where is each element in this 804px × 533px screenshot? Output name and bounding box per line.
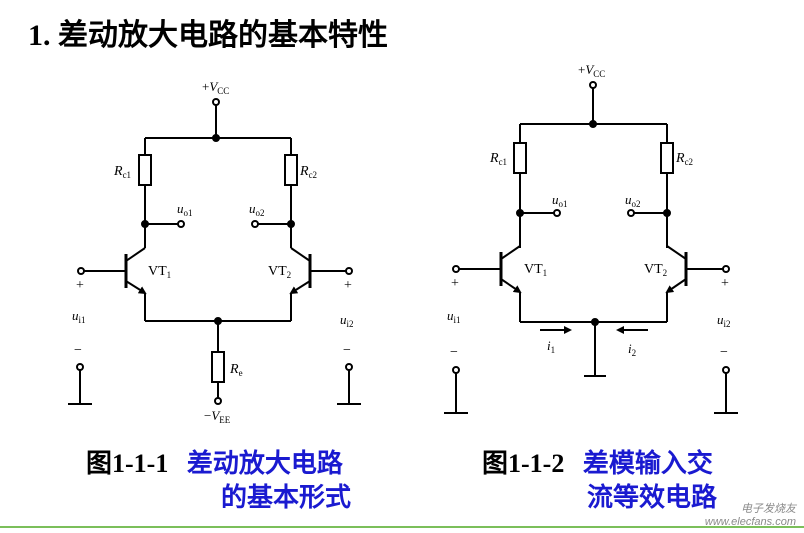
resistor-re xyxy=(211,351,225,383)
figure-1-1-1-number: 图1-1-1 xyxy=(86,449,169,478)
junction-dot xyxy=(212,134,220,142)
uo1-label: uo1 xyxy=(552,192,568,209)
i1-label: i1 xyxy=(547,338,555,355)
ui1-terminal xyxy=(77,267,85,275)
ui1-ground-terminal xyxy=(76,363,84,371)
figure-1-1-2-labels: +VCC Rc1 Rc2 uo1 uo2 VT1 VT2 i1 i2 + ui1… xyxy=(447,62,731,360)
page-title: 1. 差动放大电路的基本特性 xyxy=(28,19,388,52)
resistor-rc2 xyxy=(660,142,674,174)
resistor-rc1 xyxy=(138,154,152,186)
watermark-brand: 电子发烧友 xyxy=(741,503,796,515)
figure-1-1-2-caption-line2: 流等效电路 xyxy=(587,483,718,512)
ui1-minus-sign: − xyxy=(450,345,458,360)
watermark-url: www.elecfans.com xyxy=(704,516,796,528)
ui2-label: ui2 xyxy=(340,312,354,329)
uo1-terminal xyxy=(553,209,561,217)
i2-label: i2 xyxy=(628,341,636,358)
vee-label: −VEE xyxy=(204,408,231,425)
figure-1-1-2-number: 图1-1-2 xyxy=(482,449,565,478)
watermark: 电子发烧友 www.elecfans.com xyxy=(705,503,796,529)
uo2-terminal xyxy=(251,220,259,228)
ui1-plus-sign: + xyxy=(76,278,84,293)
vcc-terminal xyxy=(212,98,220,106)
ui1-label: ui1 xyxy=(72,308,86,325)
ui1-terminal xyxy=(452,265,460,273)
figure-1-1-1-circuit xyxy=(68,98,361,405)
uo2-label: uo2 xyxy=(625,192,641,209)
ui2-terminal xyxy=(345,267,353,275)
figure-1-1-2-circuit xyxy=(444,81,738,414)
rc2-label: Rc2 xyxy=(299,164,317,180)
ui1-minus-sign: − xyxy=(74,343,82,358)
ui2-minus-sign: − xyxy=(343,343,351,358)
ui1-plus-sign: + xyxy=(451,276,459,291)
vt2-label: VT2 xyxy=(644,262,667,278)
ui2-plus-sign: + xyxy=(344,278,352,293)
ui2-ground-terminal xyxy=(722,366,730,374)
uo1-label: uo1 xyxy=(177,201,193,218)
figure-1-1-1-caption: 图1-1-1 差动放大电路 xyxy=(86,447,343,481)
rc1-label: Rc1 xyxy=(489,151,507,167)
figure-1-1-1-caption-line2: 的基本形式 xyxy=(221,483,352,512)
resistor-rc2 xyxy=(284,154,298,186)
uo1-terminal xyxy=(177,220,185,228)
junction-dot xyxy=(589,120,597,128)
re-label: Re xyxy=(229,362,243,378)
rc1-label: Rc1 xyxy=(113,164,131,180)
vt1-label: VT1 xyxy=(148,264,171,280)
figure-1-1-2-caption: 图1-1-2 差模输入交 xyxy=(482,447,713,481)
vt2-label: VT2 xyxy=(268,264,291,280)
ui2-ground-terminal xyxy=(345,363,353,371)
figure-1-1-2-caption-line1: 差模输入交 xyxy=(582,449,713,478)
ui2-terminal xyxy=(722,265,730,273)
ui2-minus-sign: − xyxy=(720,345,728,360)
figure-1-1-1-caption-line1: 差动放大电路 xyxy=(186,449,343,478)
bottom-divider xyxy=(0,526,804,528)
vcc-terminal xyxy=(589,81,597,89)
uo2-label: uo2 xyxy=(249,201,265,218)
resistor-rc1 xyxy=(513,142,527,174)
uo2-terminal xyxy=(627,209,635,217)
vee-terminal xyxy=(214,397,222,405)
ui1-ground-terminal xyxy=(452,366,460,374)
vcc-label: +VCC xyxy=(578,62,605,79)
ui1-label: ui1 xyxy=(447,308,461,325)
ui2-label: ui2 xyxy=(717,312,731,329)
vt1-label: VT1 xyxy=(524,262,547,278)
rc2-label: Rc2 xyxy=(675,151,693,167)
figure-1-1-1-labels: +VCC Rc1 Rc2 uo1 uo2 VT1 VT2 Re −VEE + u… xyxy=(72,79,354,425)
vcc-label: +VCC xyxy=(202,79,229,96)
ui2-plus-sign: + xyxy=(721,276,729,291)
